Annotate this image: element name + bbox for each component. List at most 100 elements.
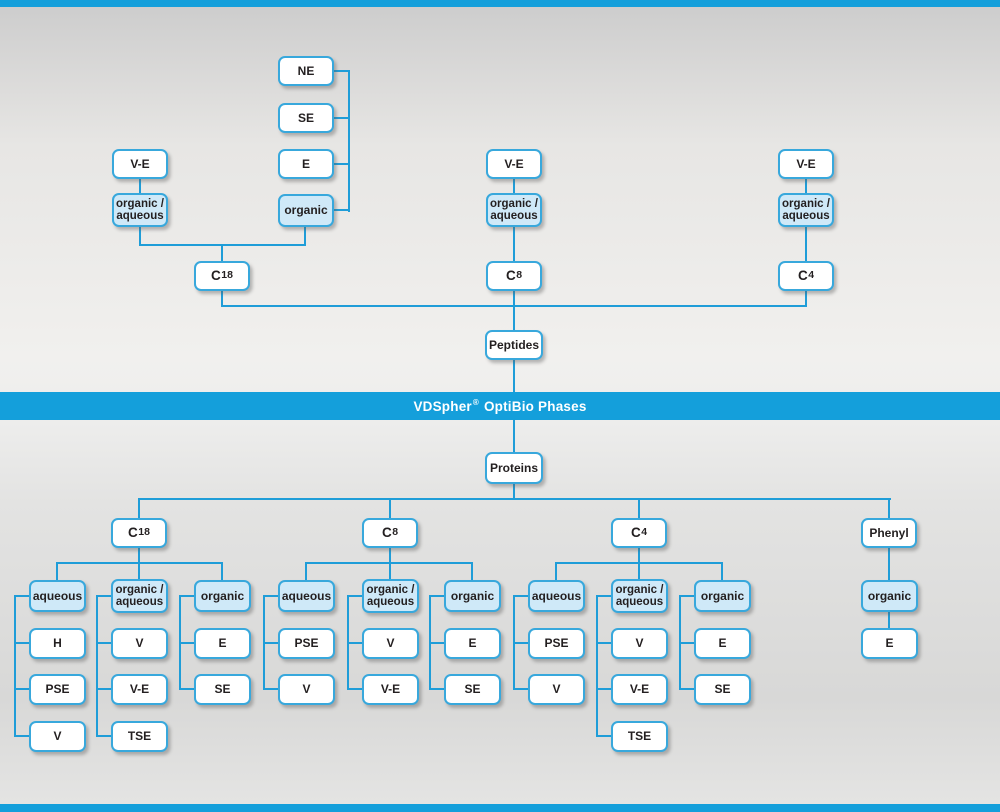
label-line: organic / bbox=[782, 197, 830, 210]
node-proteins-c4-orgaq-v: V bbox=[611, 628, 668, 659]
connector bbox=[721, 562, 723, 580]
connector bbox=[96, 595, 98, 737]
connector bbox=[805, 179, 807, 193]
label-line: organic / bbox=[490, 197, 538, 210]
top-accent-bar bbox=[0, 0, 1000, 7]
node-proteins-c18-organic-e: E bbox=[194, 628, 251, 659]
label-line: organic / bbox=[366, 583, 415, 596]
node-proteins-c18-aqueous: aqueous bbox=[29, 580, 86, 612]
connector bbox=[14, 595, 16, 737]
node-proteins-c18-orgaq-ve: V-E bbox=[111, 674, 168, 705]
connector bbox=[805, 291, 807, 307]
connector bbox=[334, 163, 350, 165]
label-line: aqueous bbox=[366, 596, 415, 608]
node-peptides-root: Peptides bbox=[485, 330, 543, 360]
node-proteins-c4-organic: organic bbox=[694, 580, 751, 612]
connector bbox=[596, 595, 612, 597]
connector bbox=[179, 595, 195, 597]
node-peptides-c18-organic-aqueous: organic / aqueous bbox=[112, 193, 168, 227]
connector bbox=[14, 642, 30, 644]
label-part: C bbox=[381, 524, 392, 540]
label-part: C bbox=[128, 524, 138, 540]
connector bbox=[138, 548, 140, 564]
node-proteins-c18-orgaq-v: V bbox=[111, 628, 168, 659]
label-line: aqueous bbox=[115, 596, 164, 608]
banner-title-rest: OptiBio Phases bbox=[483, 398, 587, 414]
connector bbox=[888, 612, 890, 628]
bottom-accent-bar bbox=[0, 804, 1000, 812]
connector bbox=[596, 688, 612, 690]
node-proteins-c8-organic-aqueous: organic / aqueous bbox=[362, 579, 419, 613]
node-proteins-phenyl-organic-e: E bbox=[861, 628, 918, 659]
connector bbox=[805, 227, 807, 261]
connector bbox=[638, 548, 640, 564]
label-part: C bbox=[630, 524, 641, 540]
connector bbox=[348, 70, 350, 212]
node-proteins-c8-organic-e: E bbox=[444, 628, 501, 659]
connector bbox=[334, 70, 350, 72]
connector bbox=[96, 688, 112, 690]
connector bbox=[263, 595, 279, 597]
connector bbox=[513, 642, 529, 644]
connector bbox=[389, 498, 391, 518]
connector bbox=[221, 562, 223, 580]
connector bbox=[513, 179, 515, 193]
connector bbox=[263, 688, 279, 690]
node-proteins-c8-orgaq-ve: V-E bbox=[362, 674, 419, 705]
connector bbox=[347, 688, 363, 690]
connector bbox=[14, 688, 30, 690]
node-peptides-c8-ve: V-E bbox=[486, 149, 542, 179]
connector bbox=[14, 735, 30, 737]
label-line: aqueous bbox=[615, 596, 664, 608]
connector bbox=[679, 595, 695, 597]
connector bbox=[638, 498, 640, 518]
connector bbox=[347, 595, 363, 597]
connector bbox=[221, 244, 223, 261]
banner-title: VDSpher®OptiBio Phases bbox=[0, 392, 1000, 420]
node-proteins-c18-aqueous-pse: PSE bbox=[29, 674, 86, 705]
label-part: 8 bbox=[516, 269, 523, 282]
node-proteins-c4-aqueous-v: V bbox=[528, 674, 585, 705]
node-proteins-c18-organic: organic bbox=[194, 580, 251, 612]
connector bbox=[555, 562, 557, 580]
connector bbox=[596, 595, 598, 737]
connector bbox=[429, 688, 445, 690]
connector bbox=[513, 360, 515, 392]
connector bbox=[513, 595, 529, 597]
node-peptides-c4-ve: V-E bbox=[778, 149, 834, 179]
node-proteins-c4-orgaq-ve: V-E bbox=[611, 674, 668, 705]
connector bbox=[888, 498, 890, 518]
node-proteins-c18-aqueous-v: V bbox=[29, 721, 86, 752]
node-proteins-c8-aqueous-pse: PSE bbox=[278, 628, 335, 659]
registered-mark: ® bbox=[472, 397, 479, 407]
connector bbox=[138, 562, 140, 580]
node-proteins-c18-orgaq-tse: TSE bbox=[111, 721, 168, 752]
connector bbox=[429, 595, 445, 597]
node-proteins-c18-organic-aqueous: organic / aqueous bbox=[111, 579, 168, 613]
connector bbox=[513, 305, 515, 332]
node-peptides-c4-organic-aqueous: organic / aqueous bbox=[778, 193, 834, 227]
node-proteins-c4-orgaq-tse: TSE bbox=[611, 721, 668, 752]
label-line: aqueous bbox=[782, 210, 830, 222]
connector bbox=[596, 642, 612, 644]
node-proteins-c8-organic-se: SE bbox=[444, 674, 501, 705]
node-proteins-root: Proteins bbox=[485, 452, 543, 484]
connector bbox=[96, 642, 112, 644]
connector bbox=[139, 227, 141, 246]
node-proteins-c4-organic-se: SE bbox=[694, 674, 751, 705]
node-proteins-c4-aqueous-pse: PSE bbox=[528, 628, 585, 659]
label-part: 4 bbox=[641, 526, 648, 539]
node-peptides-c18-ve: V-E bbox=[112, 149, 168, 179]
label-part: C bbox=[505, 267, 516, 283]
node-proteins-phenyl: Phenyl bbox=[861, 518, 917, 548]
node-peptides-c18-ne: NE bbox=[278, 56, 334, 86]
node-peptides-c18-e: E bbox=[278, 149, 334, 179]
connector bbox=[179, 688, 195, 690]
node-peptides-c8-organic-aqueous: organic / aqueous bbox=[486, 193, 542, 227]
